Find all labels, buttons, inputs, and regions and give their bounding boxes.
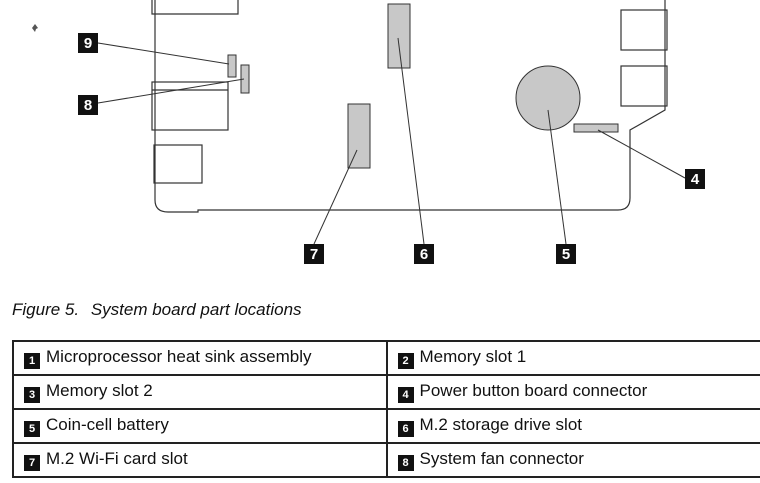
legend-text: M.2 storage drive slot <box>419 415 583 434</box>
legend-row: 3 Memory slot 2 4 Power button board conne… <box>12 374 760 410</box>
legend-text: Coin-cell battery <box>46 415 169 434</box>
legend-cell: 5 Coin-cell battery <box>12 408 388 444</box>
leader-7 <box>313 149 358 245</box>
legend-badge: 8 <box>397 455 414 471</box>
legend-badge: 5 <box>24 421 40 437</box>
right-port-lower <box>620 65 668 107</box>
callout-6-label: 6 <box>420 246 428 263</box>
coin-cell-battery <box>515 65 581 131</box>
leader-8 <box>97 78 245 104</box>
board-outline <box>154 0 666 213</box>
legend-badge: 7 <box>24 455 40 471</box>
callout-7: 7 <box>304 244 324 264</box>
callout-4: 4 <box>685 169 705 189</box>
power-button-board-connector <box>573 123 619 133</box>
legend-cell: 1 Microprocessor heat sink assembly <box>12 340 388 376</box>
figure-title: System board part locations <box>90 300 302 319</box>
callout-7-label: 7 <box>310 246 318 263</box>
right-port-upper <box>620 9 668 51</box>
legend-cell: 8 System fan connector <box>385 442 760 478</box>
legend-row: 7 M.2 Wi-Fi card slot 8 System fan connect… <box>12 442 760 478</box>
figure-caption: Figure 5. System board part locations <box>12 300 302 320</box>
callout-8: 8 <box>78 95 98 115</box>
legend-cell: 2 Memory slot 1 <box>385 340 760 376</box>
legend-badge: 1 <box>24 353 40 369</box>
corner-glyph-icon <box>32 24 38 32</box>
legend-cell: 4 Power button board connector <box>385 374 760 410</box>
legend-badge: 4 <box>397 387 414 403</box>
m2-wifi-card-slot <box>347 103 371 169</box>
left-port-lower <box>153 144 203 184</box>
legend-badge: 2 <box>397 353 414 369</box>
callout-5: 5 <box>556 244 576 264</box>
left-port-upper <box>151 81 229 131</box>
legend-badge: 3 <box>24 387 40 403</box>
legend-text: Memory slot 2 <box>46 381 153 400</box>
legend-row: 5 Coin-cell battery 6 M.2 storage drive sl… <box>12 408 760 444</box>
system-fan-connector-9 <box>227 54 237 78</box>
callout-8-label: 8 <box>84 97 92 114</box>
callout-4-label: 4 <box>691 171 700 188</box>
leader-6 <box>397 37 425 245</box>
callout-6: 6 <box>414 244 434 264</box>
legend-cell: 6 M.2 storage drive slot <box>385 408 760 444</box>
legend-text: Power button board connector <box>419 381 648 400</box>
top-left-port <box>151 0 239 15</box>
leader-4 <box>597 129 686 179</box>
legend-text: M.2 Wi-Fi card slot <box>46 449 188 468</box>
legend-cell: 7 M.2 Wi-Fi card slot <box>12 442 388 478</box>
callout-9-label: 9 <box>84 35 92 52</box>
leader-9 <box>97 42 230 65</box>
legend-text: Memory slot 1 <box>419 347 527 366</box>
callout-9: 9 <box>78 33 98 53</box>
legend-text: System fan connector <box>419 449 584 468</box>
leader-5 <box>547 109 567 245</box>
figure-label: Figure 5. <box>12 300 80 319</box>
legend-badge: 6 <box>397 421 414 437</box>
system-board-diagram: 9 8 7 6 5 4 <box>32 0 705 264</box>
callout-5-label: 5 <box>562 246 570 263</box>
legend-text: Microprocessor heat sink assembly <box>46 347 312 366</box>
legend-row: 1 Microprocessor heat sink assembly 2 Memo… <box>12 340 760 376</box>
m2-storage-drive-slot <box>387 3 411 69</box>
legend-cell: 3 Memory slot 2 <box>12 374 388 410</box>
